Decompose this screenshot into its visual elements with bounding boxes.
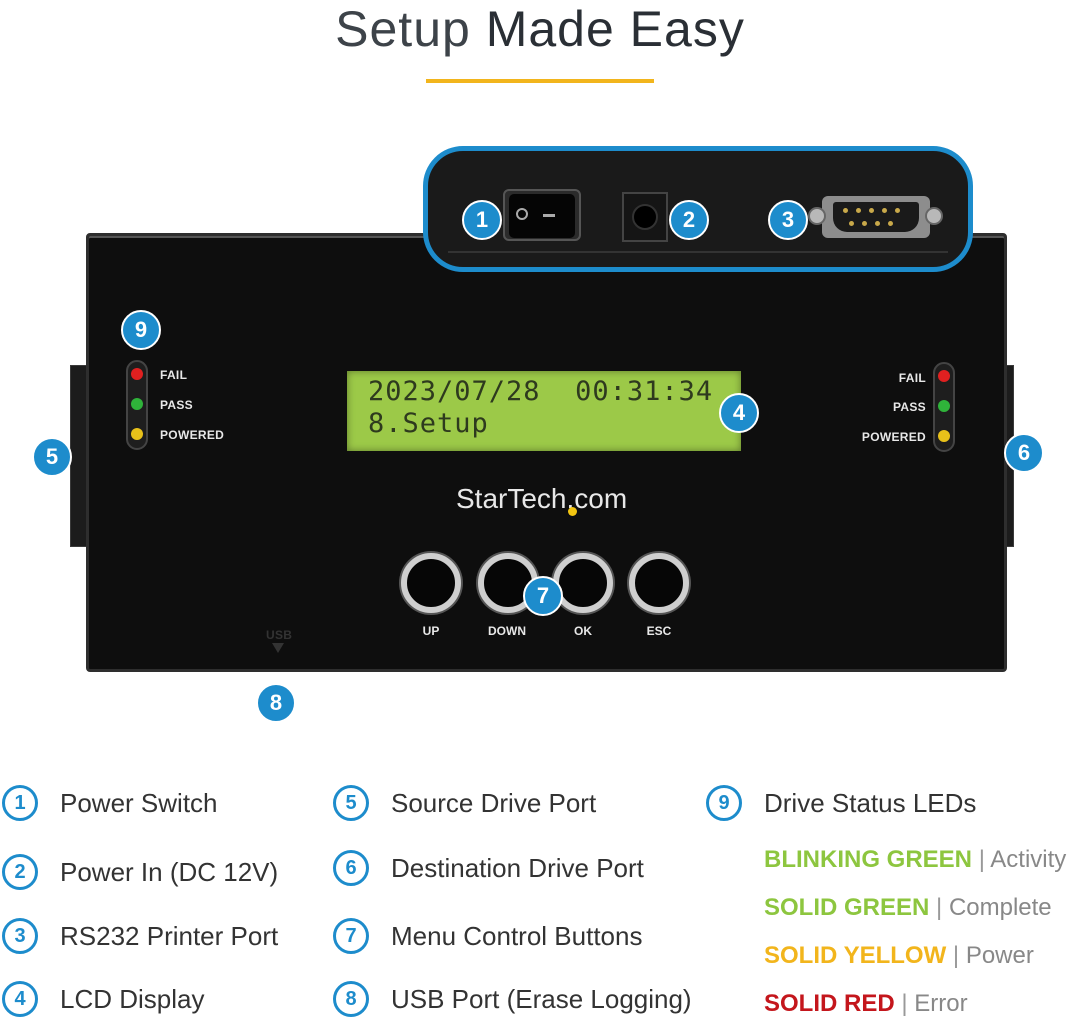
legend-item-3: 3 RS232 Printer Port [2, 918, 278, 954]
led-pass-right [938, 400, 950, 412]
lcd-display [347, 371, 741, 451]
led-label: PASS [893, 400, 926, 414]
status-row: SOLID RED | Error [764, 990, 968, 1017]
legend-item-7: 7 Menu Control Buttons [333, 918, 642, 954]
status-row: SOLID YELLOW | Power [764, 942, 1034, 969]
page-title: Setup Made Easy [0, 0, 1080, 58]
logo-dot-icon [568, 507, 577, 516]
usb-arrow-icon [272, 643, 284, 653]
esc-button[interactable] [629, 553, 689, 613]
led-pass-left [131, 398, 143, 410]
status-row: BLINKING GREEN | Activity [764, 846, 1067, 873]
button-label: UP [422, 624, 440, 638]
screw-icon [925, 207, 943, 225]
led-powered-left [131, 428, 143, 440]
dc-jack-hole [632, 204, 658, 230]
switch-off-icon [516, 208, 528, 220]
led-label: POWERED [160, 428, 225, 442]
led-fail-right [938, 370, 950, 382]
lcd-line-2: 8.Setup [368, 408, 489, 439]
up-button[interactable] [401, 553, 461, 613]
badge-8: 8 [256, 683, 296, 723]
title-underline [426, 79, 654, 83]
legend-item-6: 6 Destination Drive Port [333, 850, 644, 886]
led-fail-left [131, 368, 143, 380]
dc-power-jack [622, 192, 668, 242]
led-label: POWERED [861, 430, 926, 444]
led-label: FAIL [160, 368, 188, 382]
button-label: OK [574, 624, 592, 638]
status-row: SOLID GREEN | Complete [764, 894, 1052, 921]
badge-6: 6 [1004, 433, 1044, 473]
legend-item-4: 4 LCD Display [2, 981, 205, 1017]
badge-7: 7 [523, 576, 563, 616]
ok-button[interactable] [553, 553, 613, 613]
button-label: ESC [646, 624, 672, 638]
lcd-line-1: 2023/07/28 00:31:34 [368, 376, 714, 407]
startech-logo: StarTech.com [456, 483, 628, 514]
badge-4: 4 [719, 393, 759, 433]
switch-on-icon [543, 214, 555, 217]
usb-label: USB [266, 628, 293, 642]
badge-1: 1 [462, 200, 502, 240]
button-label: DOWN [488, 624, 526, 638]
led-label: PASS [160, 398, 193, 412]
led-label: FAIL [898, 371, 926, 385]
legend-item-2: 2 Power In (DC 12V) [2, 854, 278, 890]
badge-5: 5 [32, 437, 72, 477]
legend-item-1: 1 Power Switch [2, 785, 218, 821]
title-bold: Made Easy [485, 1, 745, 57]
badge-9: 9 [121, 310, 161, 350]
rs232-connector [833, 202, 919, 232]
legend-item-9: 9 Drive Status LEDs [706, 785, 976, 821]
title-light: Setup [335, 1, 471, 57]
legend-item-5: 5 Source Drive Port [333, 785, 596, 821]
badge-3: 3 [768, 200, 808, 240]
screw-icon [808, 207, 826, 225]
badge-2: 2 [669, 200, 709, 240]
led-powered-right [938, 430, 950, 442]
legend-item-8: 8 USB Port (Erase Logging) [333, 981, 692, 1017]
